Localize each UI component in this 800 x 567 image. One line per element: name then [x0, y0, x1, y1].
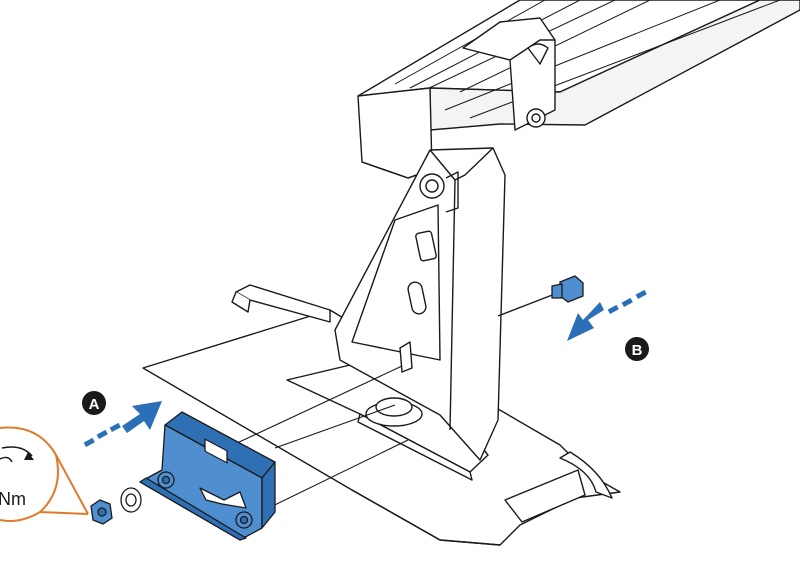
washer — [120, 487, 142, 513]
rotate-arrow-icon — [1, 446, 33, 457]
foot-bracket — [334, 147, 506, 461]
callout-b: B — [625, 337, 649, 361]
clamp-a — [139, 411, 276, 541]
crossbar — [357, 0, 800, 179]
foot-pad — [286, 351, 489, 481]
bolt-b — [497, 275, 584, 317]
arrow-a — [83, 401, 162, 447]
torque-unit: Nm — [0, 489, 26, 509]
arrow-b — [567, 289, 647, 341]
callout-b-label: B — [632, 342, 643, 359]
torque-callout: Nm — [0, 426, 89, 522]
callout-a-label: A — [89, 396, 100, 413]
callout-a: A — [82, 391, 106, 415]
hex-nut — [90, 499, 113, 525]
